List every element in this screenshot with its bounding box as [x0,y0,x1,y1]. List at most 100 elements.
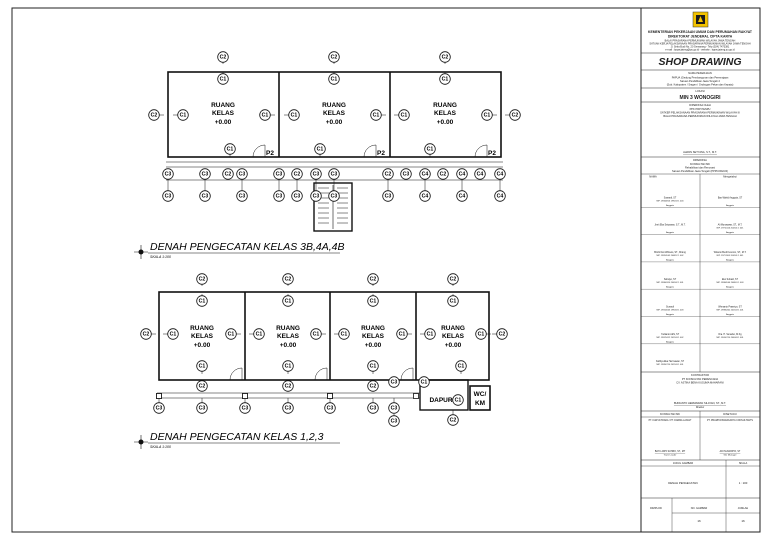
plan-bottom: DAPUR WC/ KM RUANGKELAS+0.00RUANGKELAS+0… [134,273,508,449]
finish-tag-label: C1 [285,298,292,304]
finish-tag-label: C2 [499,331,506,337]
room-name-line-1: RUANG [361,325,385,332]
finish-tag-label: C4 [459,193,466,199]
finish-tag-c3: C3 [236,168,248,180]
finish-tag-c2: C2 [196,273,208,286]
finish-tag-c2: C2 [447,410,459,426]
signer-name: Ali Munawwar, ST., M.T. [718,224,743,227]
finish-tag-c3: C3 [310,168,322,180]
finish-tag-c1: C1 [328,72,340,85]
plan-top-title-marker-icon [134,245,148,259]
finish-tag-label: C2 [450,276,457,282]
finish-tag-c3: C3 [310,179,322,202]
finish-tag-c1: C1 [282,360,294,374]
finish-tag-label: C4 [497,171,504,177]
plan-top-scale: SKALA 1:100 [150,255,171,259]
finish-tag-label: C3 [165,193,172,199]
tb-mk-3: Satuan Pendidikan Jawa Tengah (PPPC/002/… [672,169,728,173]
finish-tag-label: C3 [391,418,398,424]
finish-tag-label: C2 [442,54,449,60]
signer-id: NIP. 19870412 201503 1 002 [657,337,685,339]
kitchen-outline [419,379,469,411]
tb-contractor-signer: BUDIANTO HERMAWAN SILAYAN, ST., M.T. [674,401,726,405]
finish-tag-c2: C2 [367,273,379,286]
tb-ctr-signer-role: Site Manager [723,454,736,457]
finish-tag-label: C3 [403,171,410,177]
tb-mk-1: KONSULTAN MK [690,162,710,166]
finish-tag-label: C1 [341,331,348,337]
finish-tag-c3: C3 [153,398,165,414]
finish-tag-c1: C1 [424,143,436,157]
finish-tag-label: C3 [165,171,172,177]
signer-name: Sulistyo, ST [664,278,677,281]
signer-id: NIP. 19880402 201503 1 001 [717,310,745,312]
finish-tag-c3: C3 [291,179,303,202]
finish-tag-label: C3 [242,405,249,411]
tb-ppk-2: SATKER PELAKSANAAN PRASARANA PERMUKIMAN … [660,111,740,115]
finish-tag-label: C3 [276,171,283,177]
tb-number-label: NO. GAMBAR [691,506,708,510]
tb-ctr-small-label: DISETUJUI [723,412,737,416]
finish-tag-label: C1 [373,112,380,118]
finish-tag-label: C1 [370,363,377,369]
finish-tag-label: C2 [370,383,377,389]
tb-lokasi-label: LOKASI [695,89,705,93]
tb-scale: 1 : 100 [739,481,748,485]
finish-tag-c1: C1 [282,294,294,307]
plan-top-rooms: RUANGKELAS+0.00RUANGKELAS+0.00RUANGKELAS… [211,102,457,126]
finish-tag-label: C3 [370,405,377,411]
finish-tag-c1: C1 [367,294,379,307]
finish-tag-c2: C2 [291,168,303,180]
finish-tag-label: C3 [313,171,320,177]
finish-tag-label: C4 [422,171,429,177]
finish-tag-c3: C3 [196,398,208,414]
finish-tag-c1: C1 [173,109,189,121]
signer-role: Anggota [726,231,735,234]
signer-id: NIP. 19750116 200501 1 001 [717,228,745,230]
tb-sheets-label: JUMLAH [738,506,749,510]
finish-tag-label: C2 [331,54,338,60]
finish-tag-c1: C1 [418,376,430,388]
finish-tag-c3: C3 [162,168,174,180]
tb-ppk-signer: ALWAN SETYANA, S.T., M.T. [683,150,717,154]
room-name-line-2: KELAS [277,333,300,340]
tb-sheets: 16 [741,519,745,523]
finish-tag-label: C2 [199,276,206,282]
tb-kegiatan-3: (Sub. Kabupaten / Sragen / Grobogan Peka… [667,83,734,87]
signer-name: Jenit Eka Setyawan, S.T., M.T. [654,224,685,227]
signer-role: Anggota [666,258,675,261]
tb-title-label: JUDUL GAMBAR [673,461,693,465]
tb-address-2: SATUAN KERJA PELAKSANAAN PRASARANA PERMU… [649,43,750,46]
finish-tag-c3: C3 [273,179,285,202]
finish-tag-c1: C1 [455,360,467,374]
finish-tag-label: C1 [442,76,449,82]
finish-tag-label: C1 [170,331,177,337]
finish-tag-label: C1 [317,146,324,152]
room-level: +0.00 [437,119,454,126]
finish-tag-c3: C3 [324,398,336,414]
finish-tag-label: C1 [180,112,187,118]
finish-tag-label: C1 [227,146,234,152]
tb-ctr-signer: ADI NUGROHO, ST [720,450,741,453]
finish-tag-c4: C4 [494,179,506,202]
finish-tag-c1: C1 [249,328,265,340]
finish-tag-label: C3 [285,405,292,411]
finish-tag-c1: C1 [196,360,208,374]
finish-tag-label: C2 [151,112,158,118]
signer-role: Anggota [726,286,735,289]
ministry-logo-icon [692,11,709,28]
room-name-line-1: RUANG [190,325,214,332]
tb-ctr-small-name: PT. PRAMITA BAWAKARYA CONSULTANTS [707,419,753,422]
signer-id: NIP. 19791105 200501 1 001 [717,255,745,257]
finish-tag-label: C4 [497,193,504,199]
finish-tag-label: C3 [331,171,338,177]
signer-name: Dra. H. Sunarko, M.Kg [718,333,742,336]
plan-top: RUANGKELAS+0.00RUANGKELAS+0.00RUANGKELAS… [134,51,521,259]
finish-tag-c1: C1 [394,109,410,121]
tb-ministry-1: KEMENTERIAN PEKERJAAN UMUM DAN PERUMAHAN… [648,30,753,34]
title-block: KEMENTERIAN PEKERJAAN UMUM DAN PERUMAHAN… [641,11,760,532]
finish-tag-label: C2 [294,171,301,177]
finish-tag-c3: C3 [367,398,379,414]
finish-tag-label: C1 [484,112,491,118]
